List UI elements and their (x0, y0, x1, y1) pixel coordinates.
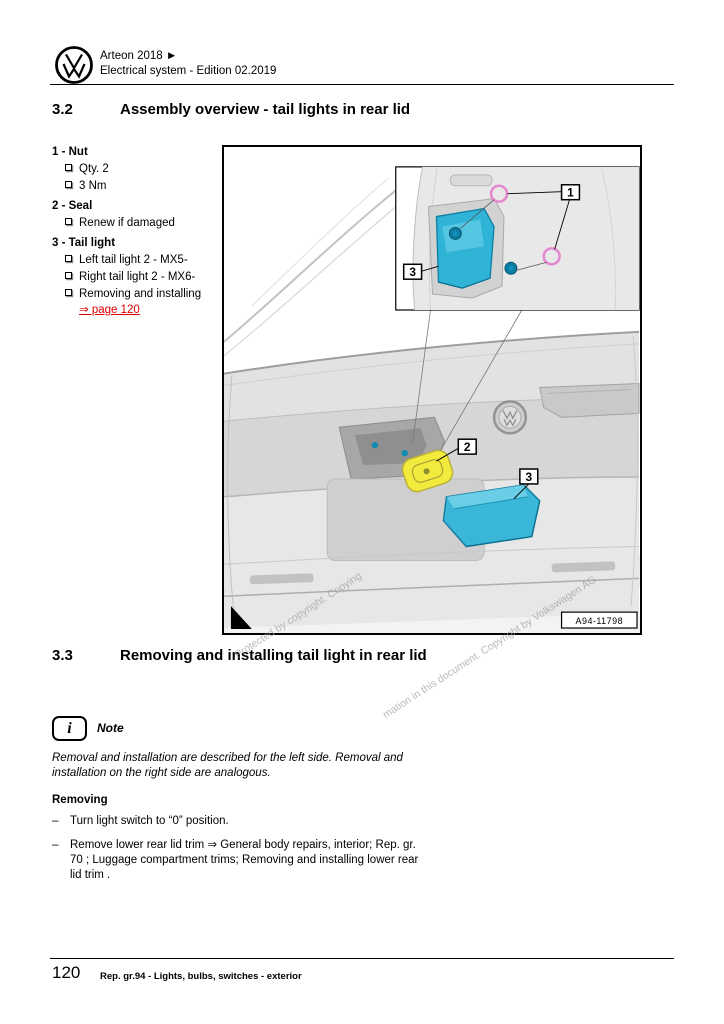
step-row: – Remove lower rear lid trim ⇒ General b… (52, 838, 420, 883)
section-number: 3.3 (52, 647, 73, 664)
section-number: 3.2 (52, 101, 73, 118)
square-bullet-icon (65, 272, 72, 279)
parts-list: 1 - Nut Qty. 2 3 Nm 2 - Seal Renew if da… (52, 140, 230, 318)
note-text: Removal and installation are described f… (52, 752, 403, 779)
page-120-link[interactable]: ⇒ page 120 (79, 304, 140, 316)
part-sub-text: 3 Nm (79, 180, 107, 192)
footer-chapter: Rep. gr.94 - Lights, bulbs, switches - e… (100, 971, 302, 982)
square-bullet-icon (65, 164, 72, 171)
part-item-label: 3 - Tail light (52, 237, 116, 249)
note-label: Note (97, 721, 124, 735)
part-item-label: 1 - Nut (52, 146, 88, 158)
part-item-label: 2 - Seal (52, 200, 93, 212)
part-sub-row: 3 Nm (52, 178, 230, 194)
header-model: Arteon 2018 ► (100, 50, 178, 62)
vw-logo (54, 45, 94, 85)
step-dash-marker: – (52, 839, 59, 851)
figure-code: A94-11798 (576, 616, 624, 626)
step-text: Turn light switch to “0” position. (70, 815, 229, 827)
header-edition: Electrical system - Edition 02.2019 (100, 65, 277, 77)
section-heading-removal: 3.3 Removing and installing tail light i… (52, 646, 442, 665)
header-rule (50, 84, 674, 85)
section-title: Assembly overview - tail lights in rear … (120, 101, 411, 118)
square-bullet-icon (65, 218, 72, 225)
part-sub-text: Qty. 2 (79, 163, 109, 175)
square-bullet-icon (65, 255, 72, 262)
step-text: Remove lower rear lid trim ⇒ General bod… (70, 839, 419, 881)
part-sub-text: Renew if damaged (79, 217, 175, 229)
figure-callout-3: 3 (525, 470, 532, 484)
step-dash-marker: – (52, 815, 59, 827)
removing-heading: Removing (52, 794, 108, 806)
step-row: – Turn light switch to “0” position. (52, 814, 420, 829)
part-sub-row: Right tail light 2 - MX6- (52, 269, 230, 285)
figure-inset-callout-3: 3 (409, 265, 416, 279)
part-sub-row: Left tail light 2 - MX5- (52, 252, 230, 268)
removing-steps: – Turn light switch to “0” position. – R… (52, 814, 420, 892)
figure-callout-1: 1 (567, 186, 574, 200)
note-icon: i (52, 716, 87, 741)
part-sub-text: Removing and installing (79, 288, 202, 300)
part-sub-row: Removing and installing (52, 286, 230, 302)
part-sub-row: Renew if damaged (52, 215, 230, 231)
section-heading-assembly: 3.2 Assembly overview - tail lights in r… (52, 100, 410, 119)
assembly-figure: 2 3 1 3 A94-11798 (222, 145, 642, 635)
tail-light-illustration: 2 3 1 3 A94-11798 (224, 166, 640, 633)
footer-page-number: 120 (52, 963, 81, 982)
section-title: Removing and installing tail light in re… (120, 647, 427, 664)
square-bullet-icon (65, 289, 72, 296)
figure-callout-2: 2 (464, 440, 471, 454)
note-icon-glyph: i (67, 719, 72, 737)
square-bullet-icon (65, 181, 72, 188)
part-sub-text: Right tail light 2 - MX6- (79, 271, 196, 283)
part-sub-row: Qty. 2 (52, 161, 230, 177)
footer-rule (50, 958, 674, 959)
part-sub-text: Left tail light 2 - MX5- (79, 254, 188, 266)
header-text: Arteon 2018 ► Electrical system - Editio… (100, 49, 276, 79)
